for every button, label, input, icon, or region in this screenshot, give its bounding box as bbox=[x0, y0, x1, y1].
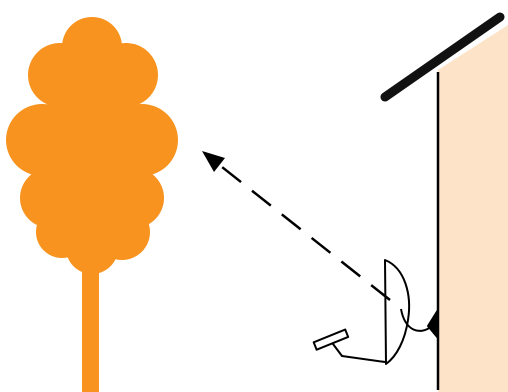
signal-direction-arrow bbox=[202, 151, 391, 301]
arrow-dashed-line bbox=[221, 166, 391, 301]
house-wall bbox=[438, 25, 508, 392]
tree-trunk bbox=[82, 240, 99, 392]
dish-reflector bbox=[384, 259, 411, 365]
dish-lnb bbox=[312, 328, 350, 351]
tree-crown bbox=[6, 17, 178, 274]
house-roof bbox=[380, 12, 505, 102]
dish-wall-bracket bbox=[427, 309, 439, 339]
satellite-dish bbox=[312, 259, 439, 365]
tree bbox=[6, 17, 178, 392]
arrowhead bbox=[202, 151, 225, 172]
dish-feed-arm bbox=[329, 339, 386, 363]
